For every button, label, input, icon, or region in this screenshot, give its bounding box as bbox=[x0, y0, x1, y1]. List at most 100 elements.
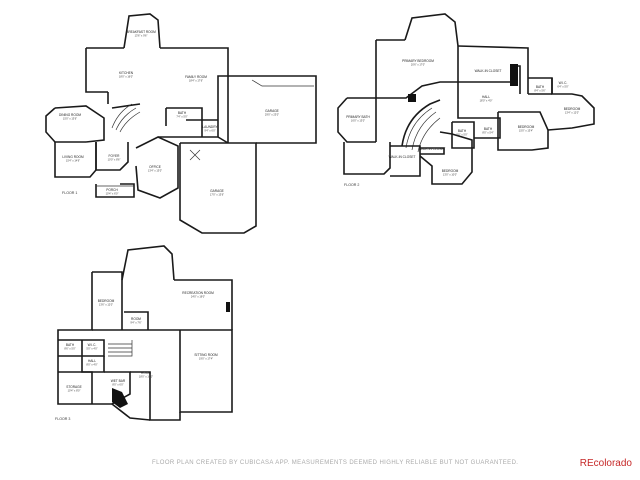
room-name: BREAKFAST ROOM bbox=[126, 30, 156, 34]
room-name: OFFICE bbox=[149, 165, 161, 169]
room-dimensions: 16'0" x 13'0" bbox=[351, 118, 365, 122]
room-wic4: W.I.C.6'4" x 5'0" bbox=[557, 81, 568, 88]
room-name: FAMILY ROOM bbox=[185, 75, 207, 79]
room-name: STORAGE bbox=[66, 385, 82, 389]
room-dimensions: 9'6" x 5'0" bbox=[456, 132, 467, 136]
room-name: BEDROOM bbox=[518, 125, 535, 129]
room-name: PRIMARY BEDROOM bbox=[402, 59, 434, 63]
room-name: HALL bbox=[88, 359, 96, 363]
room-name: BEDROOM bbox=[442, 169, 459, 173]
room-name: PORCH bbox=[106, 188, 118, 192]
room-name: LIVING ROOM bbox=[62, 155, 84, 159]
room-dimensions: 20'6" x 17'0" bbox=[411, 62, 425, 66]
room-dimensions: 8'6" x 5'0" bbox=[64, 346, 75, 350]
floor-1-label: FLOOR 1 bbox=[62, 191, 77, 195]
room-name: ROOM bbox=[131, 317, 141, 321]
room-dimensions: 7'4" x 5'0" bbox=[176, 114, 187, 118]
room-dimensions: 8'0" x 4'0" bbox=[86, 362, 97, 366]
floor-1-plan bbox=[45, 13, 317, 234]
room-dimensions: 5'0" x 4'0" bbox=[86, 346, 97, 350]
room-dimensions: 8'0" x 6'0" bbox=[112, 382, 123, 386]
room-wic2: WALK-IN CLOSET bbox=[389, 155, 416, 159]
room-dimensions: 10'4" x 6'0" bbox=[106, 191, 119, 195]
room-dimensions: 9'4" x 7'6" bbox=[130, 320, 141, 324]
room-name: GARAGE bbox=[265, 109, 279, 113]
room-dimensions: 18'0" x 16'0" bbox=[119, 74, 133, 78]
room-name: WALK-IN CLOSET bbox=[475, 69, 502, 73]
room-name: WALK-IN CLOSET bbox=[389, 155, 416, 159]
room-name: BEDROOM bbox=[98, 299, 115, 303]
room-name: GARAGE bbox=[210, 189, 224, 193]
floor-3-label: FLOOR 3 bbox=[55, 417, 70, 421]
room-dimensions: 13'4" x 13'0" bbox=[148, 168, 162, 172]
room-name: BATH bbox=[178, 111, 187, 115]
room-name: FOYER bbox=[109, 154, 121, 158]
floor-3-plan bbox=[57, 245, 233, 421]
brand-logo-text[interactable]: REcolorado bbox=[579, 458, 632, 469]
room-dimensions: 8'0" x 5'4" bbox=[482, 130, 493, 134]
floor-2-label: FLOOR 2 bbox=[344, 183, 359, 187]
room-dimensions: 15'0" x 13'6" bbox=[63, 116, 77, 120]
room-wic5: W.I.C.5'0" x 4'0" bbox=[86, 343, 97, 350]
room-name: BATH bbox=[536, 85, 545, 89]
room-dimensions: 24'0" x 19'0" bbox=[191, 294, 205, 298]
room-name: BATH bbox=[458, 129, 467, 133]
floor-2-plan bbox=[337, 13, 595, 185]
room-wic1: WALK-IN CLOSET bbox=[475, 69, 502, 73]
room-dimensions: 13'6" x 9'6" bbox=[135, 33, 148, 37]
footer: FLOOR PLAN CREATED BY CUBICASA APP. MEAS… bbox=[0, 458, 640, 471]
room-dimensions: 18'4" x 17'6" bbox=[189, 78, 203, 82]
room-dimensions: 29'0" x 23'0" bbox=[265, 112, 279, 116]
room-name: WET BAR bbox=[111, 379, 126, 383]
room-dimensions: 15'4" x 14'6" bbox=[66, 158, 80, 162]
room-name: W.I.C. bbox=[88, 343, 97, 347]
room-name: PRIMARY BATH bbox=[346, 115, 370, 119]
room-dimensions: 6'4" x 5'0" bbox=[557, 84, 568, 88]
room-wic3: WALK-IN CLOSET bbox=[419, 147, 446, 151]
room-dimensions: 19'0" x 17'4" bbox=[199, 356, 213, 360]
room-name: DINING ROOM bbox=[59, 113, 81, 117]
room-dimensions: 15'0" x 13'4" bbox=[519, 128, 533, 132]
room-name: WALK-IN CLOSET bbox=[419, 147, 446, 151]
room-dimensions: 9'4" x 6'0" bbox=[204, 128, 215, 132]
disclaimer-text: FLOOR PLAN CREATED BY CUBICASA APP. MEAS… bbox=[152, 460, 519, 466]
room-name: RECREATION ROOM bbox=[182, 291, 214, 295]
room-dimensions: 13'0" x 10'0" bbox=[443, 172, 457, 176]
room-dimensions: 18'0" x 4'0" bbox=[480, 98, 493, 102]
room-dimensions: 13'4" x 12'0" bbox=[565, 110, 579, 114]
room-name: LAUNDRY bbox=[202, 125, 218, 129]
room-name: KITCHEN bbox=[119, 71, 134, 75]
room-dimensions: 10'4" x 8'0" bbox=[68, 388, 81, 392]
room-dimensions: 10'0" x 8'6" bbox=[108, 157, 121, 161]
room-dimensions: 8'4" x 5'6" bbox=[534, 88, 545, 92]
room-name: BEDROOM bbox=[564, 107, 581, 111]
